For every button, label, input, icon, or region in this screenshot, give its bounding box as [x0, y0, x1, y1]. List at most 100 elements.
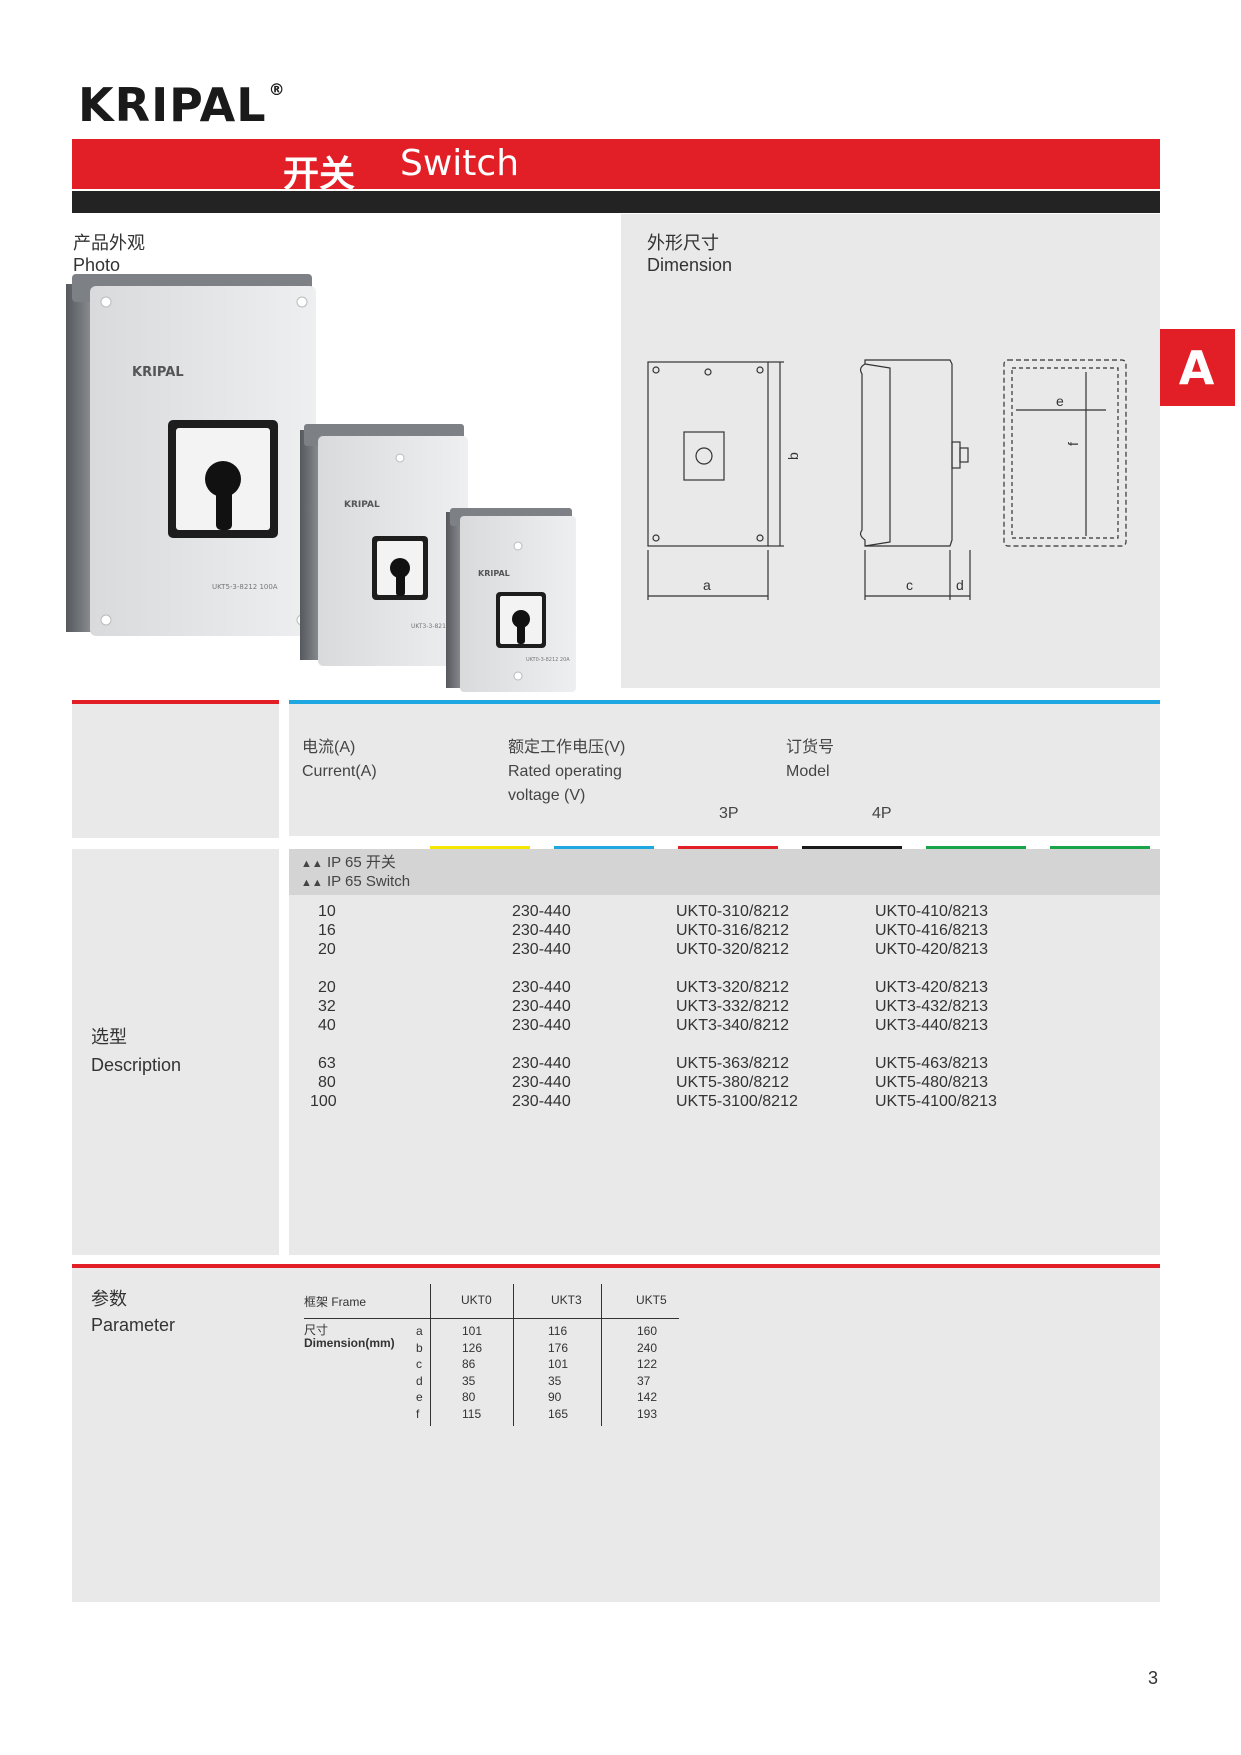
model-4p-cell: UKT5-4100/8213: [875, 1093, 997, 1110]
color-bar: [1050, 846, 1150, 851]
ip-group-label: ▲▲ IP 65 开关 ▲▲ IP 65 Switch: [301, 854, 410, 892]
water-drop-icon: ▲▲: [301, 858, 323, 870]
col-divider-1: [430, 1284, 431, 1426]
description-right-panel: [289, 849, 1160, 1255]
color-bar: [554, 846, 654, 851]
brand-name: KRIPAL: [78, 78, 267, 132]
photo-label-en: Photo: [73, 255, 121, 275]
parameter-panel: [72, 1268, 1160, 1602]
registered-mark: ®: [268, 80, 286, 99]
dimension-value: 35: [462, 1373, 476, 1388]
dimension-key: b: [416, 1340, 423, 1355]
voltage-cell: 230-440: [512, 1074, 571, 1091]
side-view-outline: [859, 359, 953, 547]
current-cell: 32: [318, 998, 336, 1015]
header-right-panel: [289, 704, 1160, 836]
dim-letter-a: a: [703, 577, 711, 593]
model-3p-cell: UKT5-380/8212: [676, 1074, 789, 1091]
ip-group-band: [289, 849, 1160, 895]
col-divider-3: [601, 1284, 602, 1426]
color-bar: [926, 846, 1026, 851]
title-underbar: [72, 191, 1160, 213]
current-cell: 63: [318, 1055, 336, 1072]
header-blue-rule: [289, 700, 1160, 704]
dimension-value: 37: [637, 1373, 651, 1388]
model-3p-header: 3P: [719, 805, 739, 822]
small-box-logo: KRIPAL: [478, 569, 510, 578]
description-label-cn: 选型: [91, 1027, 127, 1047]
dim-letter-c: c: [906, 577, 913, 593]
product-photo: KRIPAL UKT5-3-8212 100A KRIPAL UKT3-3-82…: [66, 274, 576, 692]
model-3p-cell: UKT0-320/8212: [676, 941, 789, 958]
ip-group-line2: IP 65 Switch: [326, 873, 411, 890]
dimension-value: 193: [637, 1406, 658, 1421]
voltage-header-en2: voltage (V): [508, 787, 586, 804]
page-number: 3: [1148, 1668, 1159, 1688]
dimension-label-cn: 尺寸: [304, 1323, 329, 1337]
dimension-section-label: 外形尺寸 Dimension: [647, 232, 732, 276]
ip-group-line1: IP 65 开关: [326, 854, 396, 871]
dimension-value: 165: [548, 1406, 569, 1421]
voltage-cell: 230-440: [512, 998, 571, 1015]
dimension-value: 122: [637, 1357, 658, 1371]
front-view-outline: [647, 361, 769, 547]
dimension-label-en: Dimension: [647, 255, 733, 275]
dimension-key: e: [416, 1390, 423, 1404]
current-cell: 16: [318, 922, 336, 939]
dimension-value: 160: [637, 1324, 658, 1338]
water-drop-icon: ▲▲: [301, 877, 323, 889]
model-3p-cell: UKT3-332/8212: [676, 998, 789, 1015]
small-switch-box: KRIPAL UKT0-3-8212 20A: [446, 508, 576, 692]
voltage-header: 额定工作电压(V) Rated operating voltage (V): [508, 736, 625, 808]
left-red-rule: [72, 700, 279, 704]
parameter-table: 框架 Frame UKT0 UKT3 UKT5 尺寸 Dimension(mm)…: [304, 1284, 680, 1429]
dimension-key: d: [416, 1373, 423, 1388]
frame-ukt3: UKT3: [551, 1293, 582, 1307]
model-4p-cell: UKT5-463/8213: [875, 1055, 988, 1072]
voltage-cell: 230-440: [512, 1017, 571, 1034]
description-label-en: Description: [91, 1055, 182, 1075]
dimension-value: 142: [637, 1390, 658, 1404]
dimension-key: a: [416, 1324, 423, 1338]
dimension-value: 101: [548, 1357, 569, 1371]
current-cell: 40: [318, 1017, 336, 1034]
current-cell: 100: [310, 1093, 337, 1110]
dimension-value: 115: [462, 1406, 482, 1421]
model-4p-cell: UKT3-440/8213: [875, 1017, 988, 1034]
model-4p-header: 4P: [872, 805, 892, 822]
model-3p-cell: UKT3-320/8212: [676, 979, 789, 996]
voltage-header-cn: 额定工作电压(V): [508, 739, 626, 756]
current-cell: 20: [318, 979, 336, 996]
frame-ukt0: UKT0: [461, 1293, 492, 1307]
dimension-key: c: [416, 1357, 422, 1371]
medium-box-label: UKT3-3-8212 40A: [411, 623, 464, 630]
description-section-label: 选型 Description: [91, 1023, 181, 1079]
dimension-value: 176: [548, 1340, 569, 1355]
model-4p-cell: UKT0-410/8213: [875, 903, 988, 920]
dimension-value: 101: [462, 1324, 483, 1338]
color-bar: [678, 846, 778, 851]
parameter-label-cn: 参数: [91, 1289, 127, 1309]
dim-letter-f: f: [1065, 442, 1081, 446]
model-header-cn: 订货号: [786, 739, 835, 756]
description-left-panel: [72, 849, 279, 1255]
page-title-cn: 开关: [283, 154, 356, 195]
model-4p-cell: UKT5-480/8213: [875, 1074, 988, 1091]
dimension-label: 尺寸 Dimension(mm): [304, 1324, 395, 1350]
front-view-switch: [683, 431, 725, 481]
dimension-value: 80: [462, 1390, 476, 1404]
dim-letter-e: e: [1056, 393, 1064, 409]
color-bar: [802, 846, 902, 851]
dimension-label-en: Dimension(mm): [304, 1336, 395, 1350]
dimension-value: 116: [548, 1324, 568, 1338]
dimension-value: 126: [462, 1340, 483, 1355]
large-box-label: UKT5-3-8212 100A: [212, 583, 278, 591]
header-left-panel: [72, 704, 279, 838]
voltage-cell: 230-440: [512, 1055, 571, 1072]
model-4p-cell: UKT0-416/8213: [875, 922, 988, 939]
model-header-en: Model: [786, 763, 830, 780]
model-3p-cell: UKT0-316/8212: [676, 922, 789, 939]
voltage-cell: 230-440: [512, 903, 571, 920]
voltage-cell: 230-440: [512, 1093, 571, 1110]
voltage-header-en1: Rated operating: [508, 763, 622, 780]
